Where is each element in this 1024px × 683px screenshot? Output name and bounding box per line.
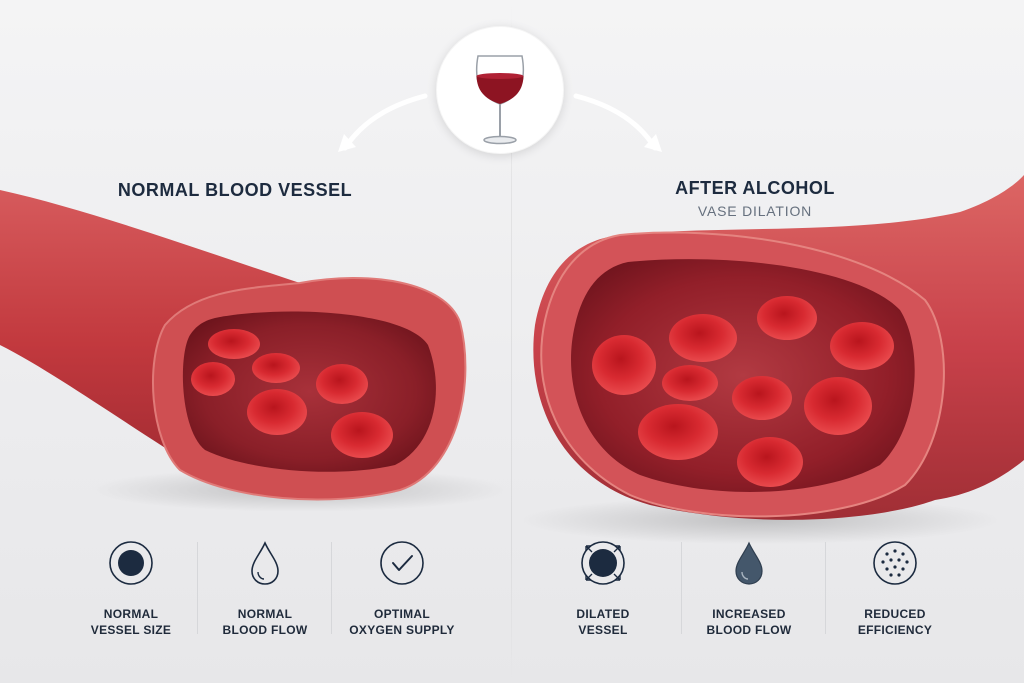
- arrow-left-head: [338, 134, 356, 152]
- separator: [331, 542, 332, 634]
- arrow-right-head: [644, 134, 662, 152]
- center-divider: [511, 0, 512, 683]
- wine-glass-icon: [475, 55, 525, 145]
- separator: [825, 542, 826, 634]
- arrow-right: [573, 93, 658, 151]
- drop-outline-icon: [251, 541, 279, 585]
- dilated-circle-icon: [581, 541, 625, 585]
- separator: [681, 542, 682, 634]
- arrow-left: [342, 93, 428, 151]
- right-title: AFTER ALCOHOL: [675, 178, 835, 198]
- drop-filled-icon: [735, 541, 763, 585]
- separator: [197, 542, 198, 634]
- wine-glass-badge: [436, 26, 564, 154]
- right-red-blood-cells: [592, 296, 894, 487]
- check-circle-icon: [380, 541, 424, 585]
- right-subtitle: VASE DILATION: [697, 203, 813, 219]
- filled-circle-icon: [109, 541, 153, 585]
- left-title: NORMAL BLOOD VESSEL: [117, 180, 353, 200]
- dotted-circle-icon: [873, 541, 917, 585]
- left-red-blood-cells: [191, 329, 393, 458]
